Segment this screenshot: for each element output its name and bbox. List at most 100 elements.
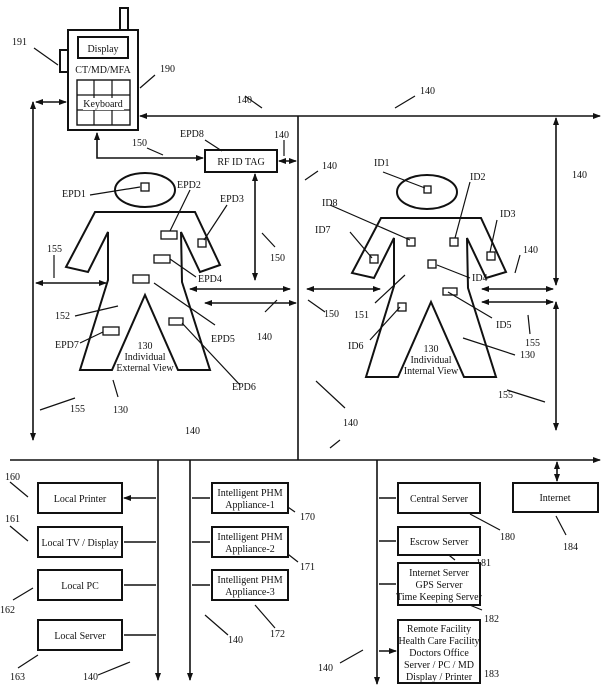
reference-label: ID3 [500,209,516,220]
figure-caption-line1: Individual [410,355,451,366]
remote-facility-line: Remote Facility [407,624,471,635]
handheld-device: Display CT/MD/MFA Keyboard [60,8,138,130]
reference-label: ID5 [496,320,512,331]
local-tv-label: Local TV / Display [41,538,118,549]
reference-label: 130 [113,405,128,416]
reference-label: 163 [10,672,25,683]
appliance-1-line2: Appliance-1 [225,500,274,511]
server-line: Internet Server [409,568,469,579]
reference-label: ID2 [470,172,486,183]
reference-label: EPD3 [220,194,244,205]
reference-label: EPD5 [211,334,235,345]
escrow-server-label: Escrow Server [410,537,469,548]
central-server-label: Central Server [410,494,469,505]
remote-facility-line: Display / Printer [406,672,473,683]
reference-label: 155 [525,338,540,349]
reference-label: ID6 [348,341,364,352]
sensor-id5 [443,288,457,295]
reference-label: 180 [500,532,515,543]
sensor-epd4 [154,255,170,263]
reference-label: 191 [12,37,27,48]
appliance-1-line1: Intelligent PHM [217,488,282,499]
reference-label: 171 [300,562,315,573]
reference-label: ID8 [322,198,338,209]
sensor-epd6 [169,318,183,325]
reference-label: 140 [274,130,289,141]
reference-label: 155 [498,390,513,401]
reference-label: EPD4 [198,274,222,285]
device-name: CT/MD/MFA [75,65,131,76]
reference-label: 161 [5,514,20,525]
remote-facility-line: Health Care Facility [398,636,479,647]
sensor-id3 [487,252,495,260]
reference-label: 140 [322,161,337,172]
antenna-icon [120,8,128,30]
reference-label: 130 [520,350,535,361]
appliance-3-line1: Intelligent PHM [217,575,282,586]
reference-label: 155 [70,404,85,415]
sensor-epd7 [103,327,119,335]
figure-caption-line2: Internal View [404,366,459,377]
sensor-id4 [428,260,436,268]
sensor-epd1 [141,183,149,191]
reference-label: 140 [237,95,252,106]
reference-label: 140 [343,418,358,429]
reference-label: 150 [324,309,339,320]
local-devices: Local Printer Local TV / Display Local P… [38,483,122,650]
remote-facility-line: Server / PC / MD [404,660,474,671]
local-pc-label: Local PC [61,581,99,592]
reference-label: ID4 [472,273,488,284]
local-server-label: Local Server [54,631,106,642]
reference-label: 152 [55,311,70,322]
reference-label: ID1 [374,158,390,169]
figure-caption-line1: Individual [124,352,165,363]
figure-ref: 130 [138,341,153,352]
display-label: Display [87,44,118,55]
reference-label: 170 [300,512,315,523]
reference-label: 140 [572,170,587,181]
reference-label: 184 [563,542,578,553]
remote-facility-line: Doctors Office [409,648,469,659]
reference-label: 150 [270,253,285,264]
reference-label: 140 [185,426,200,437]
sensor-id2 [450,238,458,246]
rfid-tag-label: RF ID TAG [217,157,264,168]
keyboard-label: Keyboard [83,99,122,110]
reference-label: EPD2 [177,180,201,191]
local-printer-label: Local Printer [54,494,107,505]
reference-label: EPD6 [232,382,256,393]
sensor-epd3 [198,239,206,247]
reference-label: 162 [0,605,15,616]
reference-label: 140 [257,332,272,343]
appliance-2-line1: Intelligent PHM [217,532,282,543]
reference-label: 155 [47,244,62,255]
reference-label: 140 [318,663,333,674]
reference-label: 172 [270,629,285,640]
figure-caption-line2: External View [116,363,174,374]
reference-label: 182 [484,614,499,625]
sensor-id1 [424,186,431,193]
appliance-2-line2: Appliance-2 [225,544,274,555]
reference-label: EPD7 [55,340,79,351]
reference-label: 160 [5,472,20,483]
figure-ref: 130 [424,344,439,355]
phm-appliances: Intelligent PHM Appliance-1 Intelligent … [212,483,288,600]
reference-label: 150 [132,138,147,149]
reference-label: 140 [420,86,435,97]
reference-label: ID7 [315,225,331,236]
reference-label: 140 [83,672,98,683]
reference-label: 190 [160,64,175,75]
reference-label: 151 [354,310,369,321]
servers: Central Server Escrow Server Internet Se… [396,483,598,683]
internet-label: Internet [539,493,570,504]
individual-external-view: 130 Individual External View [66,173,220,374]
server-line: GPS Server [416,580,464,591]
reference-label: 183 [484,669,499,680]
server-line: Time Keeping Server [396,592,482,603]
sensor-epd2 [161,231,177,239]
reference-label: 140 [523,245,538,256]
side-button [60,50,68,72]
appliance-3-line2: Appliance-3 [225,587,274,598]
